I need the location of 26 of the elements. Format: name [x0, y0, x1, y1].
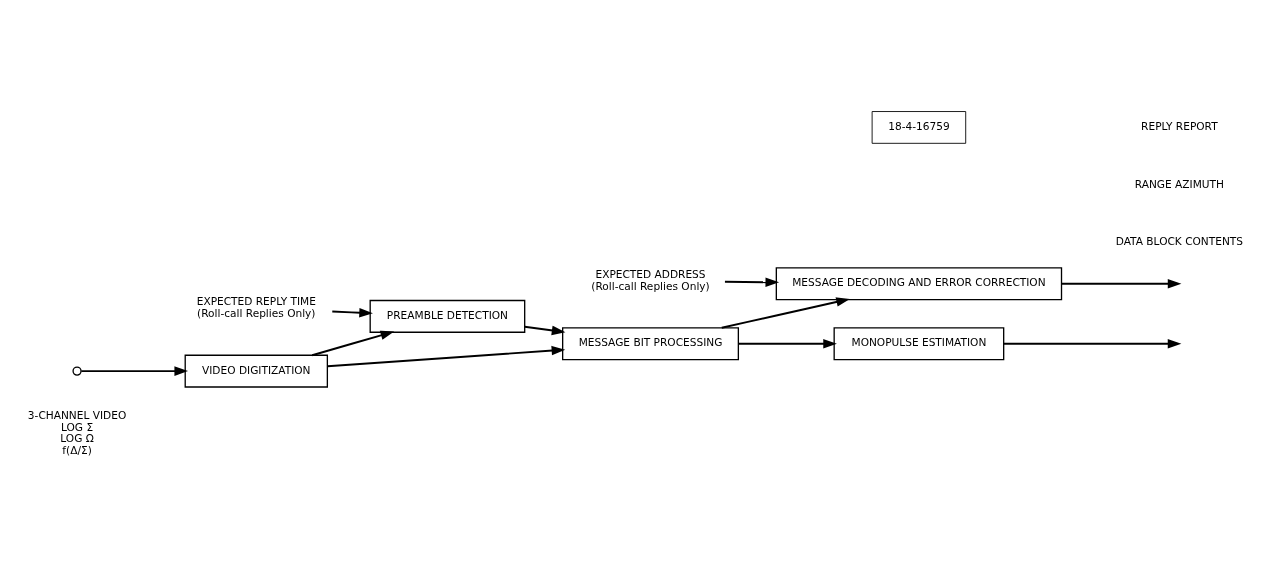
node-box: VIDEO DIGITIZATION [184, 354, 329, 388]
node-text: EXPECTED ADDRESS (Roll-call Replies Only) [591, 267, 710, 292]
arrow [311, 330, 395, 356]
node-label: 3-CHANNEL VIDEO [27, 408, 127, 421]
arrow [724, 276, 780, 287]
label: REPLY REPORT [1141, 119, 1218, 132]
arrow [326, 345, 566, 367]
node-label: LOG Σ [61, 420, 94, 433]
arrow [523, 325, 566, 335]
node-circle [72, 365, 82, 376]
node-box: MONOPULSE ESTIMATION [833, 326, 1005, 360]
label: 18-4-16759 [888, 119, 950, 132]
node-box: MESSAGE BIT PROCESSING [562, 326, 739, 360]
label: RANGE AZIMUTH [1134, 177, 1224, 190]
arrow [80, 365, 189, 376]
arrow [1060, 278, 1182, 288]
label: DATA BLOCK CONTENTS [1115, 234, 1244, 247]
node-box: MESSAGE DECODING AND ERROR CORRECTION [775, 266, 1063, 300]
arrow [331, 307, 373, 317]
node-label: f(Δ/Σ) [62, 443, 92, 456]
node-text: EXPECTED REPLY TIME (Roll-call Replies Only) [196, 294, 316, 319]
arrow [737, 338, 837, 348]
arrow [1002, 338, 1182, 348]
node-label: LOG Ω [60, 431, 94, 444]
arrow [720, 296, 850, 329]
node-box: PREAMBLE DETECTION [369, 299, 526, 333]
